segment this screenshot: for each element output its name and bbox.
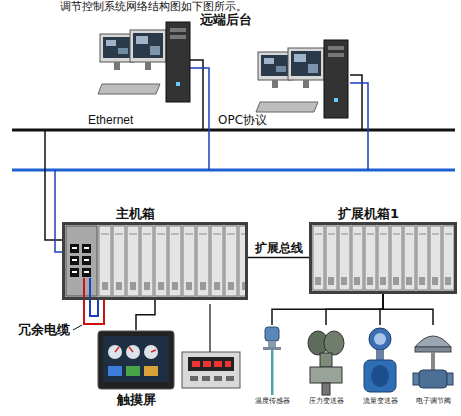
text-label: OPC协议: [218, 113, 267, 127]
edge-label: 扩展总线: [253, 241, 305, 255]
rack-chassis: [309, 222, 457, 294]
device-label: 流量变送器: [354, 397, 406, 405]
sensor-node: 流量变送器: [354, 325, 406, 405]
touch-screen: [97, 330, 175, 392]
rack-link: [55, 170, 63, 252]
text-label: 远端后台: [200, 12, 252, 28]
device-label: 触摸屏: [96, 392, 176, 408]
chassis-node: 扩展机箱1: [308, 206, 458, 294]
pc-link: [190, 60, 203, 130]
leader-line: [73, 325, 82, 330]
text-label: 冗余电缆: [18, 322, 70, 338]
sensor-node: 电子调节阀: [407, 325, 459, 405]
temperature-sensor: [246, 325, 298, 397]
device-label: 压力变送器: [300, 397, 352, 405]
device-label: 温度传感器: [246, 397, 298, 405]
chassis-node: 主机箱: [60, 206, 250, 300]
connector-line: [248, 257, 309, 259]
rack-chassis: [62, 222, 248, 300]
text-label: 调节控制系统网络结构图如下图所示。: [60, 0, 247, 13]
connector-line: [383, 294, 433, 325]
sensor-node: 压力变送器: [300, 325, 352, 405]
flow-transmitter: [354, 325, 406, 397]
meter-link: [209, 304, 210, 352]
pc-link: [350, 83, 368, 170]
pc-link: [190, 68, 209, 170]
sensor-node: 温度传感器: [246, 325, 298, 405]
rack-link: [45, 130, 63, 240]
connector-line: [272, 294, 383, 325]
text-label: Ethernet: [88, 113, 133, 127]
connector-line: [136, 300, 155, 330]
chassis-title: 扩展机箱1: [308, 206, 458, 222]
connector-line: [326, 294, 383, 325]
ethernet-bus: [12, 129, 455, 132]
chassis-title: 主机箱: [60, 206, 250, 222]
redundant-bus: [12, 169, 455, 172]
pressure-transmitter: [300, 325, 352, 397]
panel-meter: [182, 352, 240, 388]
device-label: 电子调节阀: [407, 397, 459, 405]
screen-node: 触摸屏: [96, 330, 176, 408]
control-valve: [407, 325, 459, 397]
computer: [98, 22, 190, 102]
computer: [256, 40, 348, 118]
